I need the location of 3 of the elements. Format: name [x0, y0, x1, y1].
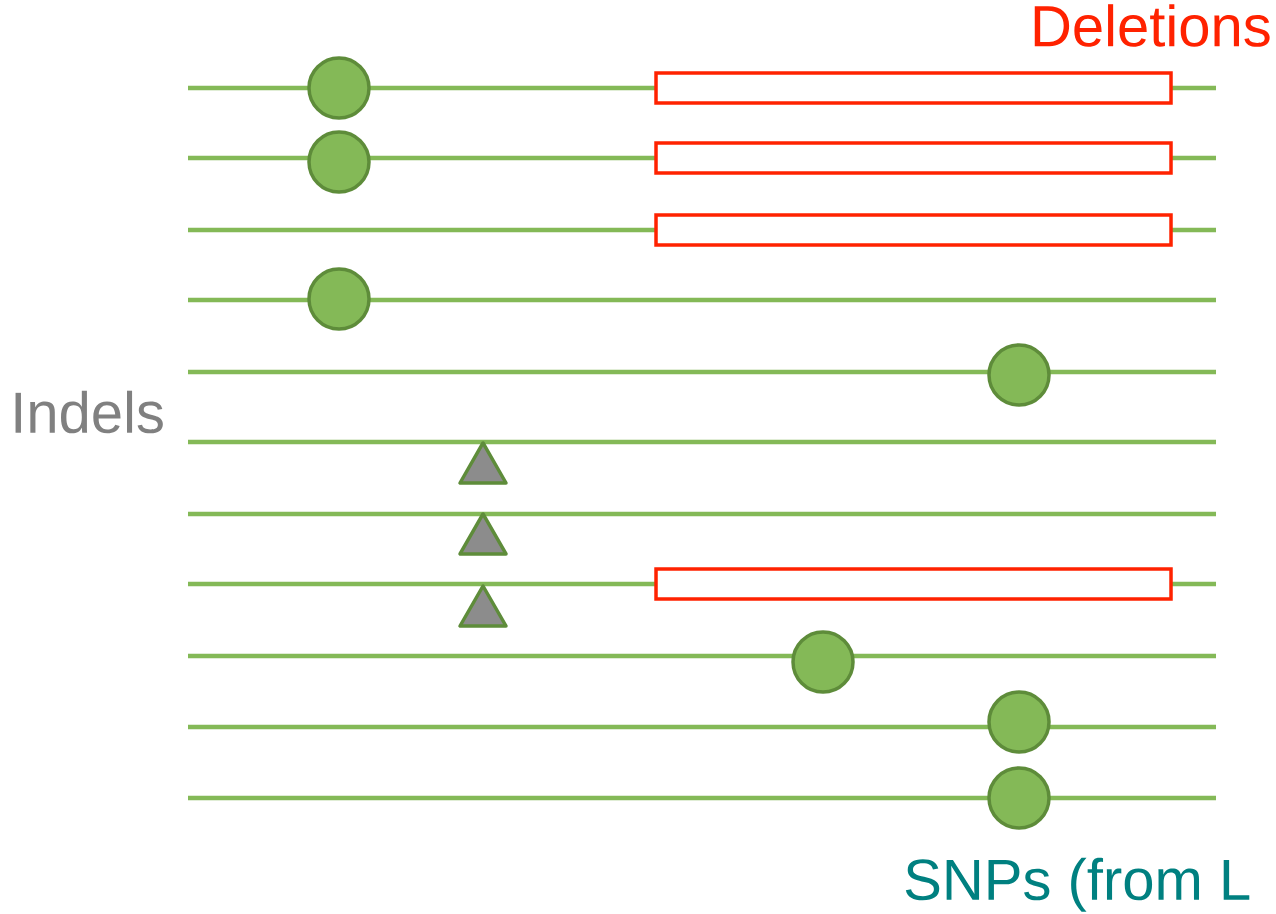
category-label: Deletions — [1034, 4, 1270, 47]
category-label: Indels — [15, 390, 163, 434]
category-label: SNPs (from L — [905, 857, 1250, 912]
